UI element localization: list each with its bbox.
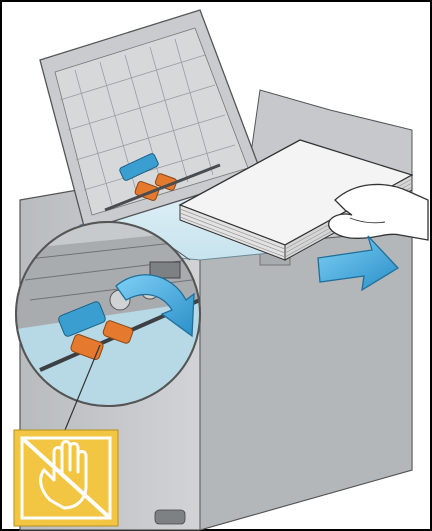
do-not-touch-hand-icon [14, 430, 118, 526]
